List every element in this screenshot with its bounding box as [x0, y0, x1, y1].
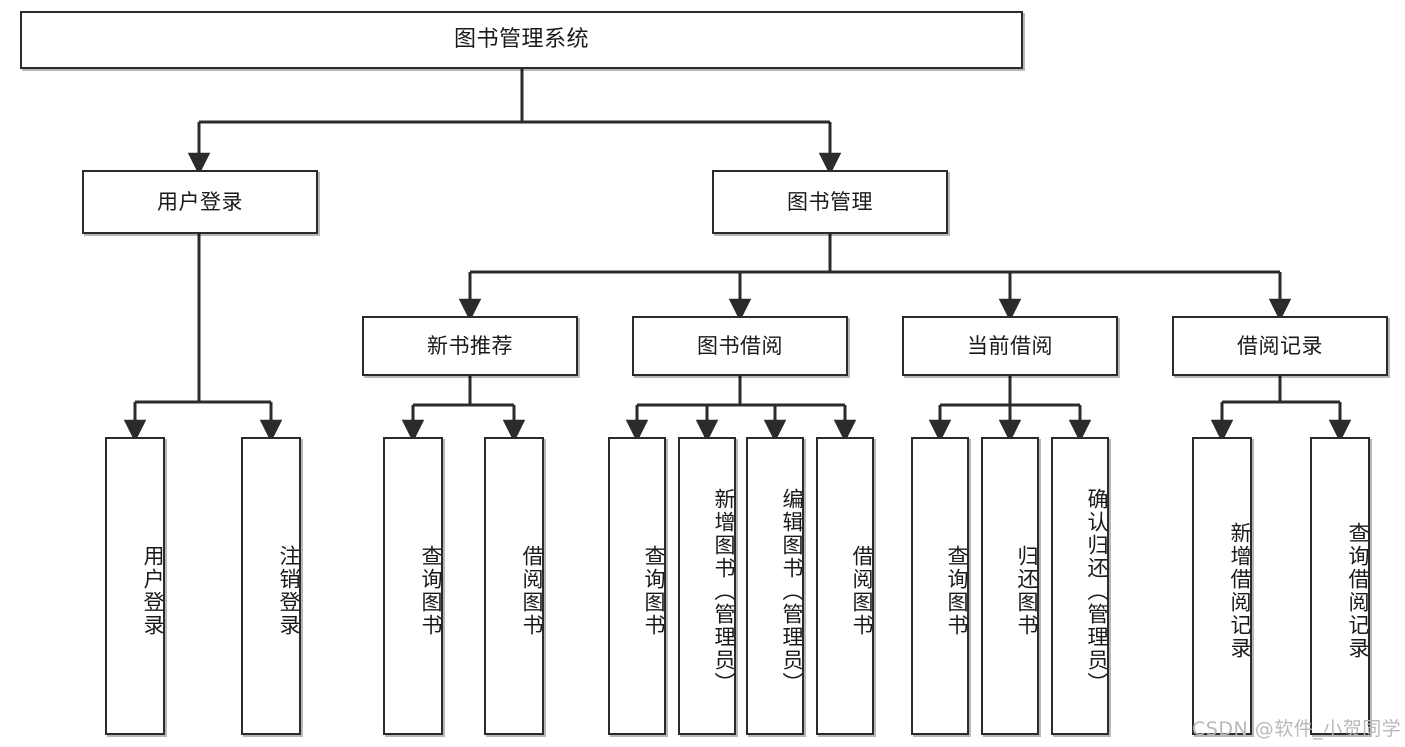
node-root[interactable]: 图书管理系统	[20, 11, 1023, 69]
node-user-login-label: 用户登录	[157, 189, 243, 214]
leaf-query-record[interactable]: 查询借阅记录	[1310, 437, 1370, 735]
leaf-add-book-label: 新增图书（管理员）	[712, 487, 736, 695]
leaf-query-book-1[interactable]: 查询图书	[383, 437, 443, 735]
node-book-borrow-label: 图书借阅	[697, 333, 783, 358]
leaf-query-book-2[interactable]: 查询图书	[608, 437, 666, 735]
leaf-query-book-3[interactable]: 查询图书	[911, 437, 969, 735]
leaf-borrow-book-2-label: 借阅图书	[850, 545, 874, 637]
leaf-add-record[interactable]: 新增借阅记录	[1192, 437, 1252, 735]
node-current-borrow-label: 当前借阅	[967, 333, 1053, 358]
leaf-add-record-label: 新增借阅记录	[1228, 522, 1252, 660]
node-new-book-rec[interactable]: 新书推荐	[362, 316, 578, 376]
node-book-manage-label: 图书管理	[787, 189, 873, 214]
node-current-borrow[interactable]: 当前借阅	[902, 316, 1118, 376]
leaf-edit-book-label: 编辑图书（管理员）	[780, 487, 804, 695]
csdn-watermark: CSDN @软件_小贺同学	[1192, 718, 1402, 740]
leaf-confirm-return[interactable]: 确认归还（管理员）	[1051, 437, 1109, 735]
node-borrow-record[interactable]: 借阅记录	[1172, 316, 1388, 376]
node-book-borrow[interactable]: 图书借阅	[632, 316, 848, 376]
node-new-book-rec-label: 新书推荐	[427, 333, 513, 358]
leaf-return-book[interactable]: 归还图书	[981, 437, 1039, 735]
leaf-return-book-label: 归还图书	[1015, 545, 1039, 637]
leaf-edit-book[interactable]: 编辑图书（管理员）	[746, 437, 804, 735]
leaf-query-book-3-label: 查询图书	[945, 545, 969, 637]
node-user-login[interactable]: 用户登录	[82, 170, 318, 234]
leaf-user-login[interactable]: 用户登录	[105, 437, 165, 735]
leaf-query-book-1-label: 查询图书	[419, 545, 443, 637]
leaf-user-login-label: 用户登录	[141, 545, 165, 637]
node-borrow-record-label: 借阅记录	[1237, 333, 1323, 358]
leaf-user-logout[interactable]: 注销登录	[241, 437, 301, 735]
leaf-borrow-book-1-label: 借阅图书	[520, 545, 544, 637]
leaf-confirm-return-label: 确认归还（管理员）	[1085, 487, 1109, 695]
leaf-query-record-label: 查询借阅记录	[1346, 522, 1370, 660]
node-book-manage[interactable]: 图书管理	[712, 170, 948, 234]
leaf-borrow-book-1[interactable]: 借阅图书	[484, 437, 544, 735]
leaf-add-book[interactable]: 新增图书（管理员）	[678, 437, 736, 735]
leaf-query-book-2-label: 查询图书	[642, 545, 666, 637]
leaf-user-logout-label: 注销登录	[277, 545, 301, 637]
node-root-label: 图书管理系统	[453, 27, 589, 53]
leaf-borrow-book-2[interactable]: 借阅图书	[816, 437, 874, 735]
